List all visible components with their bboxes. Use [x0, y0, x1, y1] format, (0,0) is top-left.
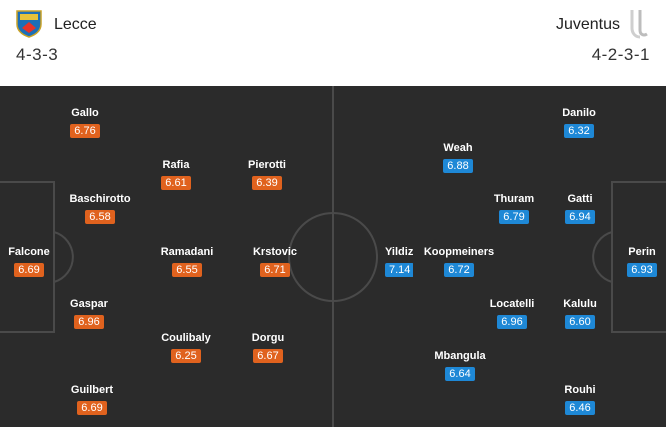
player-name: Yildiz [385, 246, 413, 258]
player-name: Gallo [71, 107, 99, 119]
lecce-crest-icon [16, 10, 42, 38]
player-rating: 6.55 [172, 263, 202, 277]
player-name: Kalulu [563, 298, 597, 310]
juventus-crest-icon [630, 10, 648, 39]
player-rating: 6.96 [497, 315, 527, 329]
away-player-yildiz[interactable]: Yildiz 7.14 [385, 246, 413, 278]
away-player-thuram[interactable]: Thuram 6.79 [469, 193, 559, 225]
home-player-ramadani[interactable]: Ramadani 6.55 [142, 246, 232, 278]
player-rating: 6.64 [445, 367, 475, 381]
player-name: Gatti [567, 193, 593, 205]
home-player-coulibaly[interactable]: Coulibaly 6.25 [141, 332, 231, 364]
player-rating: 6.25 [171, 349, 201, 363]
player-rating: 6.69 [14, 263, 44, 277]
home-player-krstovic[interactable]: Krstovic 6.71 [230, 246, 320, 278]
home-player-guilbert[interactable]: Guilbert 6.69 [47, 384, 137, 416]
player-rating: 6.94 [565, 210, 595, 224]
match-header: Lecce 4-3-3 Juventus 4-2-3-1 [0, 0, 666, 80]
player-name: Rouhi [564, 384, 596, 396]
away-player-rouhi[interactable]: Rouhi 6.46 [535, 384, 625, 416]
away-team-name: Juventus [555, 16, 620, 33]
player-name: Rafia [162, 159, 190, 171]
away-player-gatti[interactable]: Gatti 6.94 [535, 193, 625, 225]
player-name: Krstovic [252, 246, 298, 258]
away-player-kalulu[interactable]: Kalulu 6.60 [535, 298, 625, 330]
player-rating: 6.39 [252, 176, 282, 190]
home-player-gallo[interactable]: Gallo 6.76 [40, 107, 130, 139]
home-team-name: Lecce [54, 16, 97, 33]
player-rating: 6.60 [565, 315, 595, 329]
home-player-pierotti[interactable]: Pierotti 6.39 [222, 159, 312, 191]
away-player-locatelli[interactable]: Locatelli 6.96 [467, 298, 557, 330]
player-name: Baschirotto [69, 193, 131, 205]
player-rating: 6.67 [253, 349, 283, 363]
away-player-koopmeiners[interactable]: Koopmeiners 6.72 [414, 246, 504, 278]
player-name: Mbangula [434, 350, 486, 362]
away-formation: 4-2-3-1 [591, 45, 650, 64]
home-player-dorgu[interactable]: Dorgu 6.67 [223, 332, 313, 364]
player-rating: 6.72 [444, 263, 474, 277]
player-rating: 6.79 [499, 210, 529, 224]
player-rating: 7.14 [385, 263, 413, 277]
player-name: Falcone [8, 246, 50, 258]
player-rating: 6.32 [564, 124, 594, 138]
player-rating: 6.58 [85, 210, 115, 224]
player-name: Pierotti [248, 159, 286, 171]
home-player-baschirotto[interactable]: Baschirotto 6.58 [55, 193, 145, 225]
player-rating: 6.69 [77, 401, 107, 415]
player-rating: 6.88 [443, 159, 473, 173]
player-rating: 6.71 [260, 263, 290, 277]
home-formation: 4-3-3 [16, 45, 59, 64]
player-name: Koopmeiners [423, 246, 495, 258]
home-player-gaspar[interactable]: Gaspar 6.96 [44, 298, 134, 330]
player-rating: 6.93 [627, 263, 657, 277]
player-rating: 6.46 [565, 401, 595, 415]
pitch: Gallo 6.76 Rafia 6.61 Pierotti 6.39 Basc… [0, 86, 666, 427]
player-name: Guilbert [70, 384, 114, 396]
pitch-markings [0, 86, 666, 427]
player-rating: 6.76 [70, 124, 100, 138]
player-name: Gaspar [70, 298, 108, 310]
player-name: Locatelli [489, 298, 535, 310]
away-player-weah[interactable]: Weah 6.88 [413, 142, 503, 174]
away-player-perin[interactable]: Perin 6.93 [597, 246, 666, 278]
player-name: Ramadani [160, 246, 214, 258]
player-name: Dorgu [251, 332, 285, 344]
player-name: Coulibaly [161, 332, 211, 344]
player-rating: 6.96 [74, 315, 104, 329]
home-player-falcone[interactable]: Falcone 6.69 [0, 246, 74, 278]
player-rating: 6.61 [161, 176, 191, 190]
home-player-rafia[interactable]: Rafia 6.61 [131, 159, 221, 191]
player-name: Thuram [493, 193, 535, 205]
away-player-danilo[interactable]: Danilo 6.32 [534, 107, 624, 139]
player-name: Perin [628, 246, 656, 258]
player-name: Weah [443, 142, 473, 154]
away-player-mbangula[interactable]: Mbangula 6.64 [415, 350, 505, 382]
player-name: Danilo [562, 107, 596, 119]
